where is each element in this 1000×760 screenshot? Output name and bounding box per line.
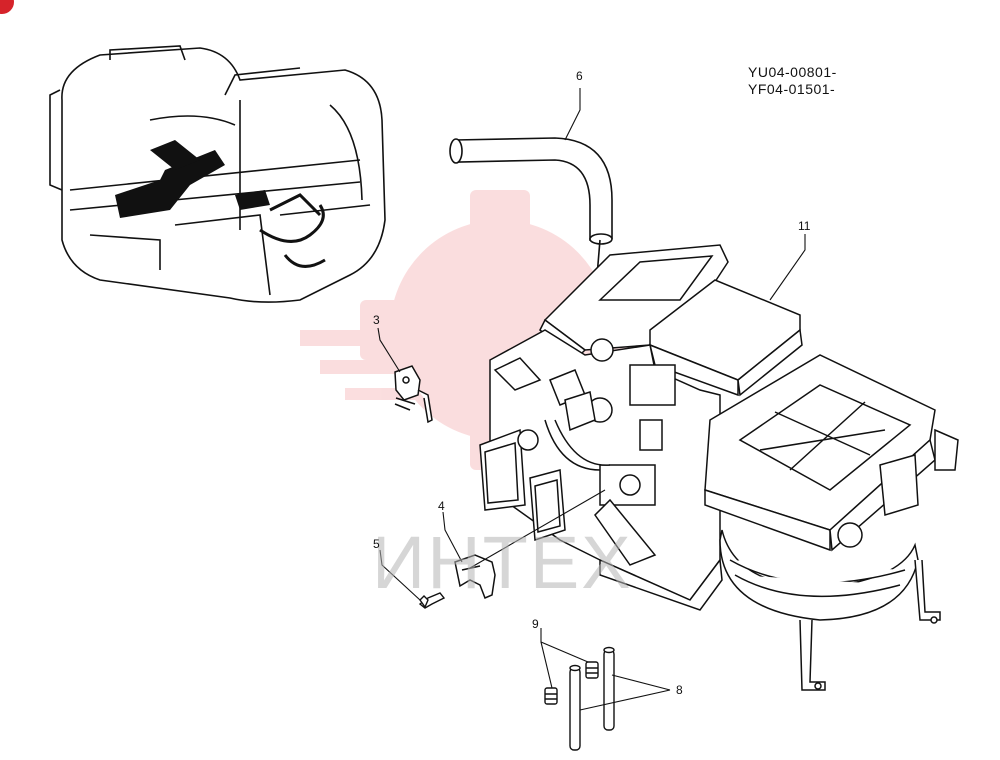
leader-9b [540,641,589,663]
leader-6 [564,88,581,141]
callout-11: 11 [798,219,811,233]
hvac-unit [479,244,959,691]
leader-lines [377,88,806,711]
callout-5: 5 [373,537,380,551]
corner-badge [0,0,14,14]
leader-9a [540,628,553,689]
cab-inset-highlight [115,140,270,218]
serial-range-2: YF04-01501- [748,81,836,97]
leader-11 [769,234,806,301]
cab-inset [49,45,386,303]
leader-3 [377,327,401,373]
leader-4 [442,511,463,563]
cab-inset-wiring [259,193,326,268]
part-8-pipes [569,646,615,751]
serial-range-1: YU04-00801- [748,64,837,80]
callout-6: 6 [576,69,583,83]
leader-8a [611,674,671,691]
callout-9: 9 [532,617,539,631]
part-4-clip [454,554,496,599]
serial-range-block: YU04-00801- YF04-01501- [748,64,837,98]
part-6-hose [449,137,613,301]
watermark-text: ИНТЕХ [372,521,633,604]
part-3-bracket [394,365,433,424]
leader-4-to-unit [469,489,606,569]
part-5-bolt [418,592,446,609]
part-9-caps [544,661,599,705]
leader-5 [379,549,421,601]
callout-4: 4 [438,499,445,513]
callout-3: 3 [373,313,380,327]
leader-8b [579,689,671,711]
callout-8: 8 [676,683,683,697]
